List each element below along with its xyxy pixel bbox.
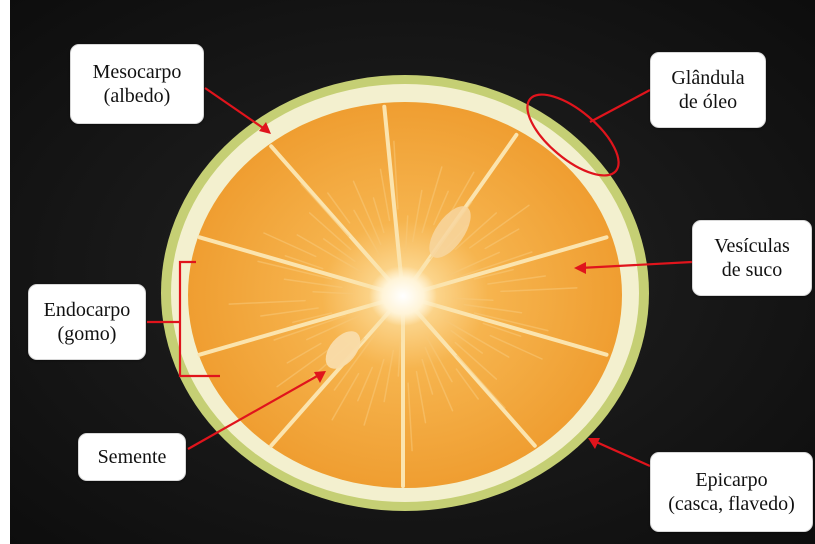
label-glandula-line1: Glândula bbox=[671, 66, 744, 90]
label-endocarpo: Endocarpo (gomo) bbox=[28, 284, 146, 360]
left-white-edge bbox=[0, 0, 10, 544]
label-vesiculas-line1: Vesículas bbox=[714, 234, 790, 258]
label-epicarpo-line1: Epicarpo bbox=[695, 468, 767, 492]
orange-slice bbox=[161, 75, 649, 511]
label-mesocarpo-line1: Mesocarpo bbox=[93, 60, 182, 84]
label-vesiculas-line2: de suco bbox=[722, 258, 783, 282]
label-semente: Semente bbox=[78, 433, 186, 481]
label-endocarpo-line2: (gomo) bbox=[58, 322, 117, 346]
label-glandula-line2: de óleo bbox=[679, 90, 737, 114]
label-epicarpo: Epicarpo (casca, flavedo) bbox=[650, 452, 813, 532]
label-glandula-de-oleo: Glândula de óleo bbox=[650, 52, 766, 128]
label-epicarpo-line2: (casca, flavedo) bbox=[668, 492, 795, 516]
label-mesocarpo-line2: (albedo) bbox=[104, 84, 171, 108]
central-core bbox=[369, 266, 437, 326]
label-mesocarpo: Mesocarpo (albedo) bbox=[70, 44, 204, 124]
label-semente-line1: Semente bbox=[98, 445, 167, 469]
label-endocarpo-line1: Endocarpo bbox=[44, 298, 131, 322]
label-vesiculas-de-suco: Vesículas de suco bbox=[692, 220, 812, 296]
